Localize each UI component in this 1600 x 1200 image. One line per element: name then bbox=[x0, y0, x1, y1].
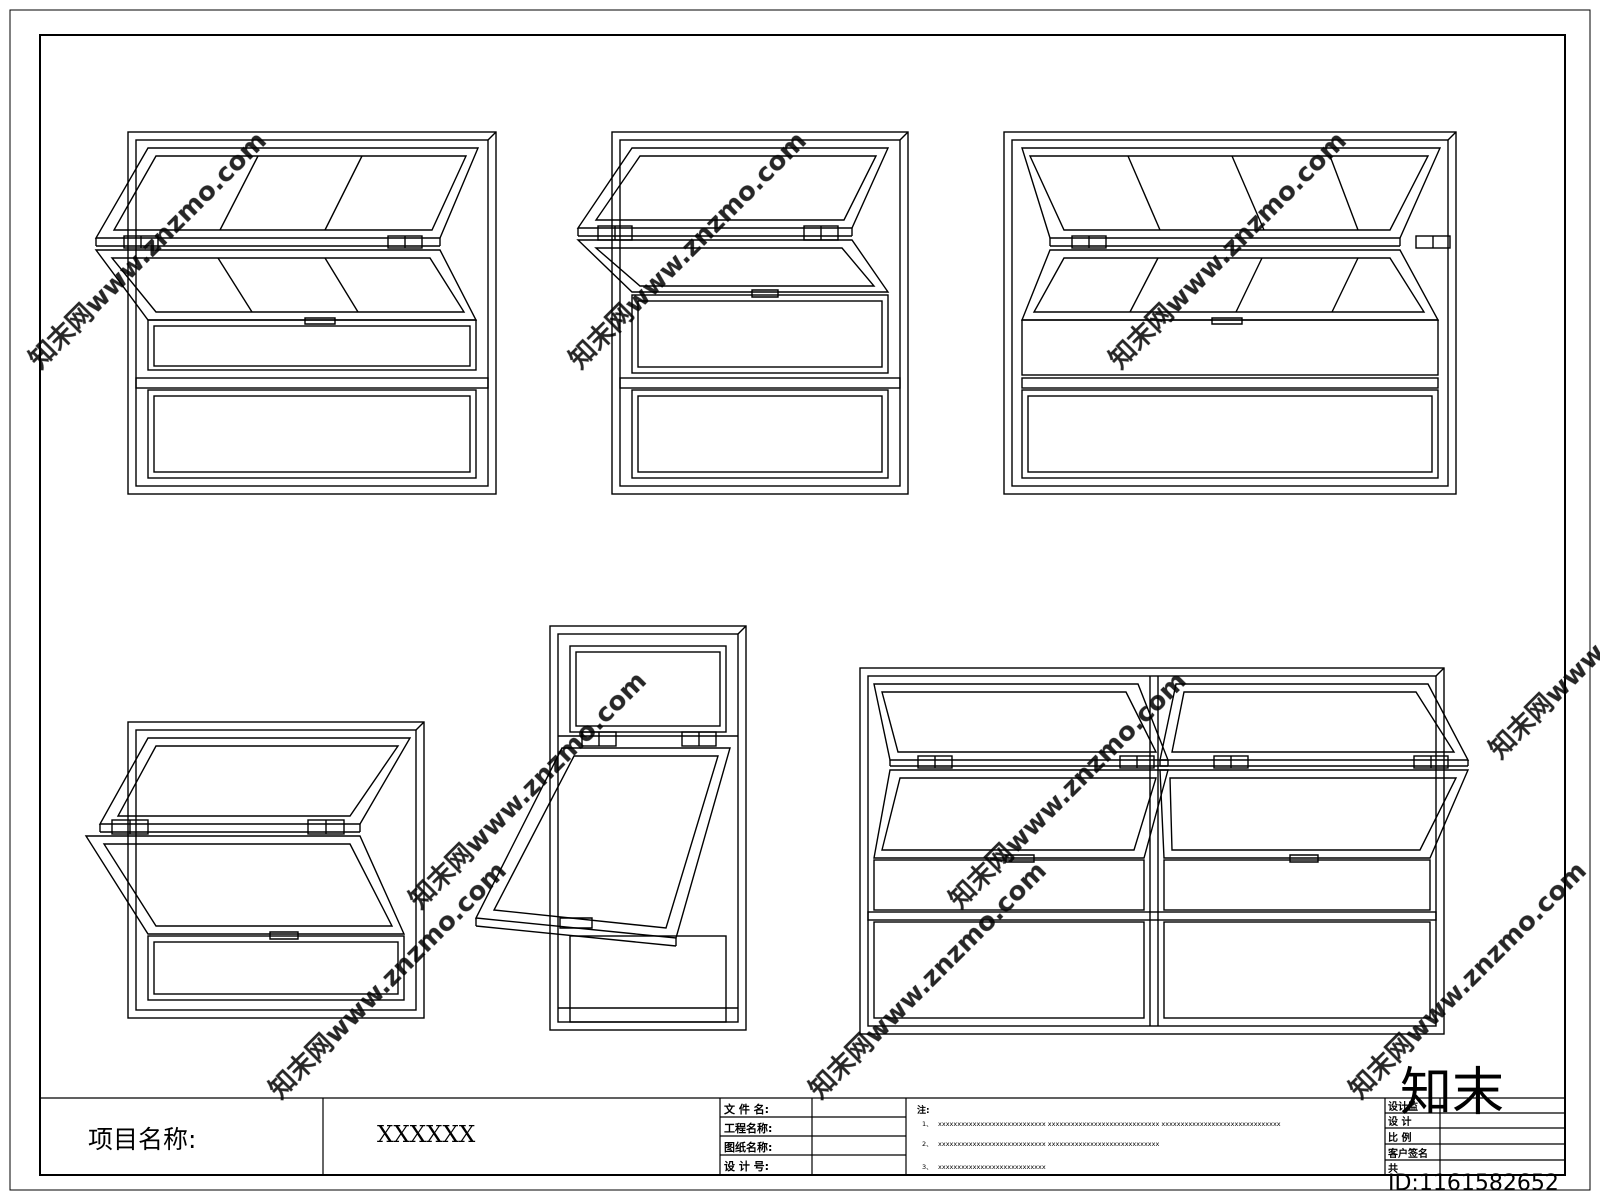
watermark-layer: 知末网www.znzmo.com 知末网www.znzmo.com 知末网www… bbox=[24, 126, 1600, 1105]
project-name-label: 项目名称: bbox=[88, 1125, 196, 1154]
title-block bbox=[40, 1097, 1565, 1175]
window-1-awning-three-pane bbox=[94, 131, 497, 495]
watermark-text: 知末网www.znzmo.com bbox=[804, 856, 1053, 1105]
outer-border bbox=[9, 9, 1591, 1191]
field-design-number: 设 计 号: bbox=[724, 1159, 769, 1173]
field-file-name: 文 件 名: bbox=[724, 1102, 769, 1116]
note-3-text: xxxxxxxxxxxxxxxxxxxxxxxxxxxx bbox=[938, 1163, 1046, 1171]
right-field-scale: 比 例 bbox=[1388, 1131, 1411, 1144]
note-1-prefix: 1、 bbox=[922, 1120, 933, 1128]
window-4-awning-open bbox=[84, 721, 425, 1019]
note-3-prefix: 3、 bbox=[922, 1163, 933, 1171]
watermark-text: 知末网www.znzmo.com bbox=[404, 666, 653, 915]
watermark-text: 知末网www.znzmo.com bbox=[1484, 516, 1600, 765]
note-1-text: xxxxxxxxxxxxxxxxxxxxxxxxxxxx xxxxxxxxxxx… bbox=[938, 1120, 1281, 1128]
window-5-top-hung-tall bbox=[474, 625, 747, 1031]
field-drawing-name: 图纸名称: bbox=[724, 1140, 772, 1154]
field-project-name: 工程名称: bbox=[724, 1121, 772, 1135]
window-3-awning-four-pane bbox=[1003, 131, 1457, 495]
note-2-text: xxxxxxxxxxxxxxxxxxxxxxxxxxxx xxxxxxxxxxx… bbox=[938, 1140, 1159, 1148]
note-2-prefix: 2、 bbox=[922, 1140, 933, 1148]
watermark-text: 知末网www.znzmo.com bbox=[564, 126, 813, 375]
project-name-value: XXXXXX bbox=[377, 1122, 476, 1148]
right-field-client-signature: 客户签名 bbox=[1387, 1147, 1428, 1160]
window-2-awning-single-pane bbox=[576, 131, 909, 495]
watermark-id: ID:1161582652 bbox=[1388, 1171, 1559, 1196]
watermark-text: 知末网www.znzmo.com bbox=[264, 856, 513, 1105]
window-6-awning-double bbox=[859, 667, 1470, 1035]
notes-heading: 注: bbox=[917, 1104, 930, 1116]
right-field-supervisor: 设计监 bbox=[1388, 1100, 1418, 1113]
drawing-frame bbox=[39, 34, 1566, 1176]
right-field-total: 共 bbox=[1388, 1162, 1398, 1175]
watermark-logo: 知末 bbox=[1400, 1063, 1504, 1123]
watermark-text: 知末网www.znzmo.com bbox=[944, 666, 1193, 915]
right-field-designer: 设 计 bbox=[1388, 1115, 1411, 1128]
